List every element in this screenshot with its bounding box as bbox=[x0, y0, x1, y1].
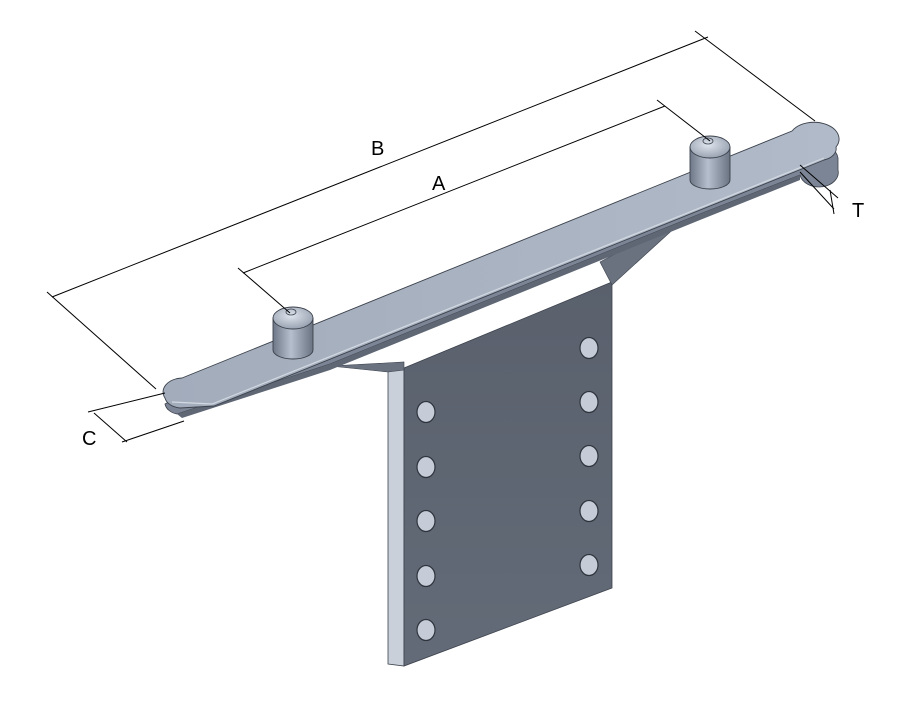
dimension-a-label: A bbox=[432, 173, 446, 195]
dimension-c-line bbox=[93, 412, 128, 443]
hole bbox=[416, 400, 436, 424]
dimension-c-extension-bottom bbox=[121, 420, 185, 443]
pin-center bbox=[702, 137, 714, 145]
dimension-a-extension-right bbox=[656, 99, 711, 142]
dimension-b-line bbox=[51, 36, 709, 298]
plate-top-face bbox=[162, 121, 840, 409]
dimension-b-label: B bbox=[371, 138, 384, 160]
web-edge-face bbox=[387, 367, 405, 667]
hole bbox=[416, 509, 436, 533]
dimension-t-extension-top bbox=[799, 164, 839, 199]
dimension-a-line bbox=[242, 105, 666, 274]
dimension-t-line bbox=[829, 189, 835, 215]
pin-body bbox=[689, 146, 731, 190]
right-hole-column bbox=[579, 336, 599, 577]
right-pin bbox=[689, 135, 731, 190]
top-plate bbox=[162, 121, 840, 418]
web-front-face bbox=[403, 281, 613, 667]
dimension-b-extension-right bbox=[694, 30, 816, 122]
hole bbox=[579, 499, 599, 523]
hole bbox=[416, 564, 436, 588]
dimension-c-extension-top bbox=[87, 392, 166, 413]
dimension-c-label: C bbox=[82, 428, 96, 450]
dimension-c bbox=[87, 392, 185, 443]
hole bbox=[416, 618, 436, 642]
pin-cap bbox=[272, 306, 314, 330]
pin-center bbox=[285, 308, 297, 316]
gusset-left bbox=[329, 361, 405, 373]
pin-cap bbox=[689, 135, 731, 159]
pin-body bbox=[272, 317, 314, 360]
hole bbox=[579, 553, 599, 577]
dimension-a bbox=[237, 99, 711, 314]
dimension-t-extension-bottom bbox=[799, 171, 835, 210]
left-pin bbox=[272, 306, 314, 360]
hole bbox=[579, 336, 599, 360]
hole bbox=[416, 455, 436, 479]
dimension-b bbox=[46, 30, 816, 390]
left-hole-column bbox=[416, 400, 436, 642]
dimension-t bbox=[799, 164, 839, 215]
dimension-t-label: T bbox=[852, 200, 864, 222]
hole bbox=[579, 444, 599, 468]
hole bbox=[579, 390, 599, 414]
dimension-b-extension-left bbox=[46, 291, 157, 390]
dimension-a-extension-left bbox=[237, 267, 291, 314]
plate-edge-highlight bbox=[171, 157, 825, 405]
